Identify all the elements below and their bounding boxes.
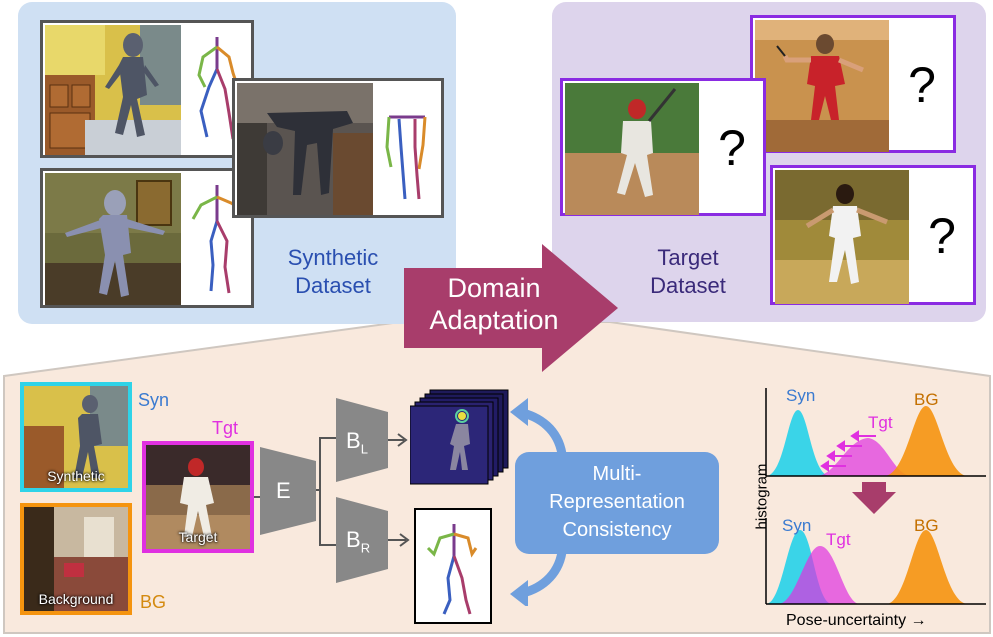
- synthetic-input-photo: [24, 386, 128, 488]
- synthetic-room-photo: [45, 173, 181, 305]
- synthetic-label-line1: Synthetic: [287, 245, 379, 270]
- top-hist-syn-label: Syn: [786, 386, 816, 405]
- tgt-label: Tgt: [212, 418, 239, 438]
- target-label-line1: Target: [657, 245, 719, 270]
- unknown-pose-mark: ?: [705, 87, 759, 209]
- arrow-label-line2: Adaptation: [429, 305, 559, 335]
- synthetic-input-thumbnail: Synthetic: [20, 382, 132, 492]
- synthetic-sample-card: [40, 20, 254, 158]
- arrow-label-line1: Domain: [447, 273, 541, 303]
- domain-adaptation-label: Domain Adaptation: [404, 272, 584, 336]
- target-input-photo: [146, 445, 250, 549]
- bottom-hist-tgt-label: Tgt: [826, 530, 851, 549]
- synthetic-kitchen-photo: [45, 25, 181, 155]
- histogram-axis-label: histogram: [753, 463, 771, 530]
- synthetic-sample-card: [232, 78, 444, 218]
- consistency-line1: Multi-: [592, 463, 642, 485]
- synthetic-label-line2: Dataset: [295, 273, 371, 298]
- branch-r-subscript: R: [360, 540, 371, 556]
- branch-l-letter: B: [346, 428, 361, 453]
- unknown-pose-mark: ?: [915, 174, 969, 298]
- target-sample-card: ?: [750, 15, 956, 153]
- unknown-pose-mark: ?: [895, 24, 949, 146]
- pose-uncertainty-axis-label: Pose-uncertainty →: [786, 612, 927, 629]
- top-hist-tgt-label: Tgt: [868, 413, 893, 432]
- target-sample-card: ?: [770, 165, 976, 305]
- bottom-hist-bg-label: BG: [914, 516, 939, 535]
- branch-r-letter: B: [346, 527, 361, 552]
- target-dataset-label: Target Dataset: [608, 244, 768, 300]
- branch-l-label: BL: [346, 428, 368, 456]
- target-sample-card: ?: [560, 78, 766, 216]
- domain-adaptation-arrow: [404, 244, 618, 372]
- target-baseball-photo: [565, 83, 699, 215]
- syn-label: Syn: [138, 390, 170, 410]
- background-input-photo: [24, 507, 128, 611]
- encoder-block: [260, 447, 316, 535]
- target-badminton-photo: [755, 20, 889, 152]
- synthetic-caption: Synthetic: [47, 468, 105, 484]
- branch-r-label: BR: [346, 527, 370, 555]
- background-input-thumbnail: Background: [20, 503, 132, 615]
- target-caption: Target: [178, 529, 218, 545]
- consistency-arrows: [510, 398, 567, 606]
- top-hist-bg-label: BG: [914, 390, 939, 409]
- heatmap-stack: [410, 389, 509, 485]
- bg-label: BG: [140, 592, 167, 612]
- encoder-label: E: [276, 478, 291, 503]
- synthetic-sample-card: [40, 168, 254, 308]
- synthetic-dataset-label: Synthetic Dataset: [258, 244, 408, 300]
- skeleton-output: [414, 508, 492, 624]
- consistency-line2: Representation: [549, 491, 685, 513]
- branch-l-block: [336, 398, 388, 482]
- bottom-hist-syn-label: Syn: [782, 516, 812, 535]
- target-input-thumbnail: Target: [142, 441, 254, 553]
- target-label-line2: Dataset: [650, 273, 726, 298]
- synthetic-skeleton-3: [379, 87, 435, 207]
- target-tennis-photo: [775, 170, 909, 304]
- consistency-line3: Consistency: [562, 519, 672, 541]
- branch-l-subscript: L: [360, 441, 368, 457]
- histogram-plots: [765, 388, 986, 605]
- multi-representation-consistency-box: Multi- Representation Consistency: [515, 452, 719, 554]
- branch-r-block: [336, 497, 388, 583]
- synthetic-bending-photo: [237, 83, 373, 215]
- background-caption: Background: [38, 591, 114, 607]
